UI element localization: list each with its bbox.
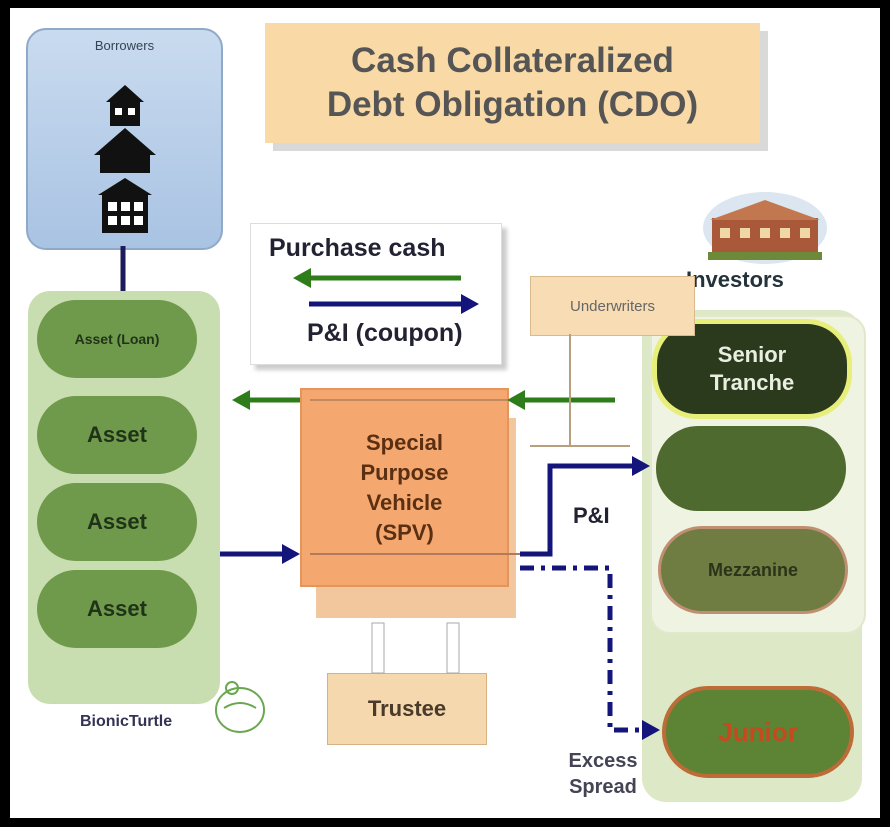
turtle-icon [215, 681, 265, 733]
building-icon [98, 178, 152, 233]
borrowers-panel: Borrowers [26, 28, 223, 250]
asset-loan-label: Asset (Loan) [74, 331, 160, 347]
bionic-turtle-logo: BionicTurtle [80, 713, 173, 730]
investors-label: Investors [686, 267, 784, 292]
pi-flow-arrow-to-investors [520, 456, 650, 557]
excess-spread-line-1: Excess [568, 750, 638, 772]
asset-label: Asset [87, 422, 147, 447]
title-line-1: Cash Collateralized [351, 41, 674, 80]
underwriters-label: Underwriters [569, 297, 656, 315]
purchase-cash-flow-arrow-left [232, 390, 300, 410]
trustee-box: Trustee [327, 673, 487, 745]
asset-label: Asset [87, 509, 147, 534]
senior-tranche-line-2: Tranche [709, 370, 795, 395]
senior-tranche-line-1: Senior [717, 342, 787, 367]
spv-line-4: (SPV) [375, 519, 434, 545]
junior-tranche-label: Junior [718, 716, 798, 747]
pi-flow-label: P&I [573, 503, 610, 528]
title-line-2: Debt Obligation (CDO) [326, 85, 699, 124]
house-icon [94, 128, 156, 173]
asset-pill: Asset [37, 570, 197, 648]
legend-pi-coupon-label: P&I (coupon) [307, 319, 463, 347]
purchase-cash-arrow-icon [293, 268, 461, 288]
house-icon [106, 85, 144, 126]
trustee-label: Trustee [367, 696, 447, 721]
mezzanine-tranche: Mezzanine [658, 526, 848, 614]
cdo-diagram: Cash Collateralized Debt Obligation (CDO… [10, 8, 880, 818]
borrowers-icons [94, 85, 156, 233]
pi-flow-arrow-into-spv [220, 544, 300, 564]
asset-pill: Asset [37, 483, 197, 561]
purchase-cash-flow-arrow-right [507, 390, 615, 410]
excess-spread-arrow [520, 565, 660, 740]
pi-arrow-icon [309, 294, 479, 314]
flow-arrows [120, 246, 660, 740]
borrowers-label: Borrowers [94, 38, 155, 53]
investors-building-icon [703, 192, 827, 264]
asset-pill: Asset [37, 396, 197, 474]
title-box: Cash Collateralized Debt Obligation (CDO… [265, 23, 760, 143]
spv-line-3: Vehicle [366, 489, 443, 515]
mezzanine-tranche-label: Mezzanine [707, 559, 799, 580]
spv-line-1: Special [365, 429, 444, 455]
excess-spread-label: Excess Spread [548, 748, 658, 800]
trustee-connectors [371, 622, 460, 674]
excess-spread-line-2: Spread [569, 776, 637, 798]
legend-box: Purchase cash P&I (coupon) [250, 223, 502, 365]
underwriters-box: Underwriters [530, 276, 695, 336]
underwriter-connector [530, 334, 630, 447]
legend-purchase-cash-label: Purchase cash [269, 234, 446, 262]
middle-tranche [656, 426, 846, 511]
legend-arrows [293, 268, 479, 314]
spv-line-2: Purpose [360, 459, 449, 485]
asset-label: Asset [87, 596, 147, 621]
asset-loan-pill: Asset (Loan) [37, 300, 197, 378]
junior-tranche: Junior [662, 686, 854, 778]
